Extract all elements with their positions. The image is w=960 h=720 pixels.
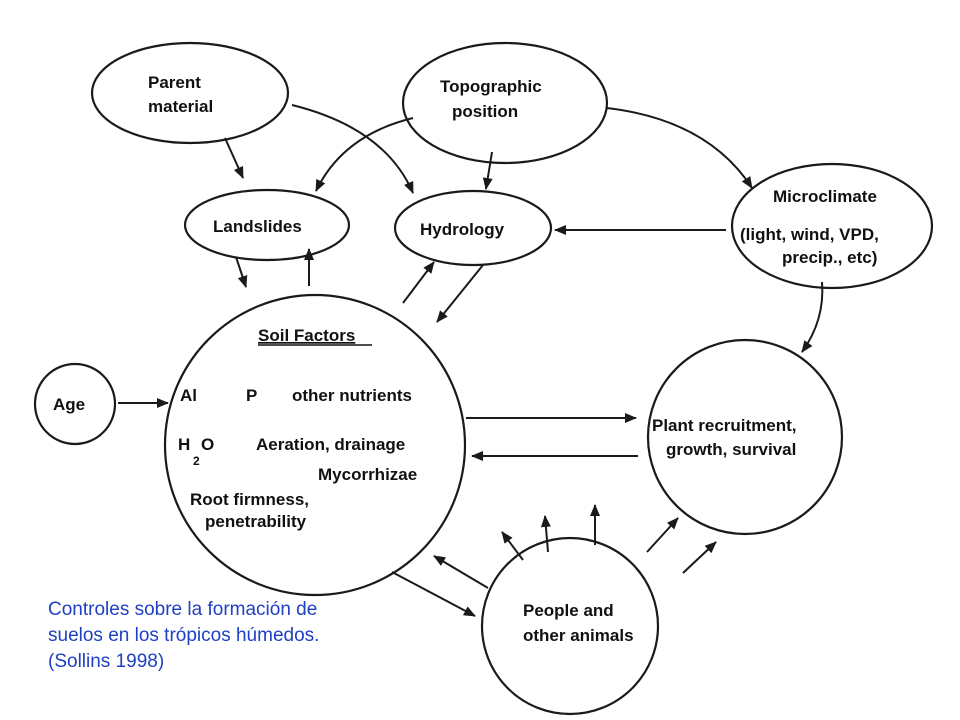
microclimate-label-1: Microclimate bbox=[773, 187, 877, 206]
soil-aeration-label: Aeration, drainage bbox=[256, 435, 405, 454]
landslides-ellipse bbox=[183, 188, 351, 262]
arrow-topographic-to-landslides bbox=[315, 117, 414, 192]
soil-al-label: Al bbox=[180, 386, 197, 405]
plant-label-1: Plant recruitment, bbox=[652, 416, 797, 435]
arrow-parent-to-landslides bbox=[224, 137, 244, 179]
arrow-topographic-to-hydrology bbox=[482, 151, 493, 190]
soil-h2o-o: O bbox=[201, 435, 214, 454]
caption-line-2: suelos en los trópicos húmedos. bbox=[48, 625, 320, 646]
age-circle bbox=[33, 362, 117, 446]
soil-factors-circle bbox=[163, 293, 467, 597]
node-plant: Plant recruitment, growth, survival bbox=[646, 338, 844, 536]
node-topographic-position: Topographic position bbox=[401, 41, 609, 165]
arrow-soil-to-hydrology bbox=[402, 261, 435, 304]
arrow-hydrology-to-soil bbox=[436, 264, 484, 323]
people-label-1: People and bbox=[523, 601, 614, 620]
arrow-parent-to-hydrology bbox=[291, 104, 414, 194]
arrow-topographic-to-microclimate bbox=[606, 107, 753, 189]
topographic-position-label-2: position bbox=[452, 102, 518, 121]
microclimate-ellipse bbox=[730, 162, 934, 290]
plant-label-2: growth, survival bbox=[666, 440, 796, 459]
caption-line-3: (Sollins 1998) bbox=[48, 651, 165, 672]
soil-mycorrhizae-label: Mycorrhizae bbox=[318, 465, 417, 484]
node-parent-material: Parent material bbox=[90, 41, 290, 145]
arrow-microclimate-to-plant bbox=[801, 281, 824, 353]
topographic-position-ellipse bbox=[401, 41, 609, 165]
people-circle bbox=[480, 536, 660, 716]
arrow-landslides-to-soil bbox=[235, 256, 248, 288]
soil-h2o-h: H bbox=[178, 435, 190, 454]
node-age: Age bbox=[33, 362, 117, 446]
parent-material-ellipse bbox=[90, 41, 290, 145]
people-label-2: other animals bbox=[523, 626, 634, 645]
microclimate-label-3: precip., etc) bbox=[782, 248, 877, 267]
soil-factors-title: Soil Factors bbox=[258, 326, 355, 345]
caption-line-1: Controles sobre la formación de bbox=[48, 599, 318, 620]
microclimate-label-2: (light, wind, VPD, bbox=[740, 225, 879, 244]
soil-root-label-1: Root firmness, bbox=[190, 490, 309, 509]
plant-circle bbox=[646, 338, 844, 536]
landslides-label: Landslides bbox=[213, 217, 302, 236]
soil-root-label-2: penetrability bbox=[205, 512, 307, 531]
arrow-plant-to-people-1 bbox=[646, 517, 679, 553]
node-people: People and other animals bbox=[480, 536, 660, 716]
node-microclimate: Microclimate (light, wind, VPD, precip.,… bbox=[730, 162, 934, 290]
hydrology-ellipse bbox=[393, 189, 553, 267]
node-soil-factors: Soil Factors Al P other nutrients H 2 O … bbox=[163, 293, 467, 597]
arrow-people-to-soil bbox=[433, 555, 489, 589]
soil-h2o-subscript: 2 bbox=[193, 454, 200, 468]
parent-material-label-1: Parent bbox=[148, 73, 201, 92]
arrow-soil-to-people bbox=[391, 571, 476, 617]
hydrology-label: Hydrology bbox=[420, 220, 505, 239]
arrow-people-up-2 bbox=[540, 515, 551, 553]
soil-other-nutrients-label: other nutrients bbox=[292, 386, 412, 405]
figure-caption: Controles sobre la formación de suelos e… bbox=[48, 597, 408, 675]
topographic-position-label-1: Topographic bbox=[440, 77, 542, 96]
soil-p-label: P bbox=[246, 386, 257, 405]
arrow-people-to-plant-2 bbox=[682, 541, 717, 574]
arrow-people-up-1 bbox=[501, 531, 524, 561]
parent-material-label-2: material bbox=[148, 97, 213, 116]
age-label: Age bbox=[53, 395, 85, 414]
node-landslides: Landslides bbox=[183, 188, 351, 262]
node-hydrology: Hydrology bbox=[393, 189, 553, 267]
